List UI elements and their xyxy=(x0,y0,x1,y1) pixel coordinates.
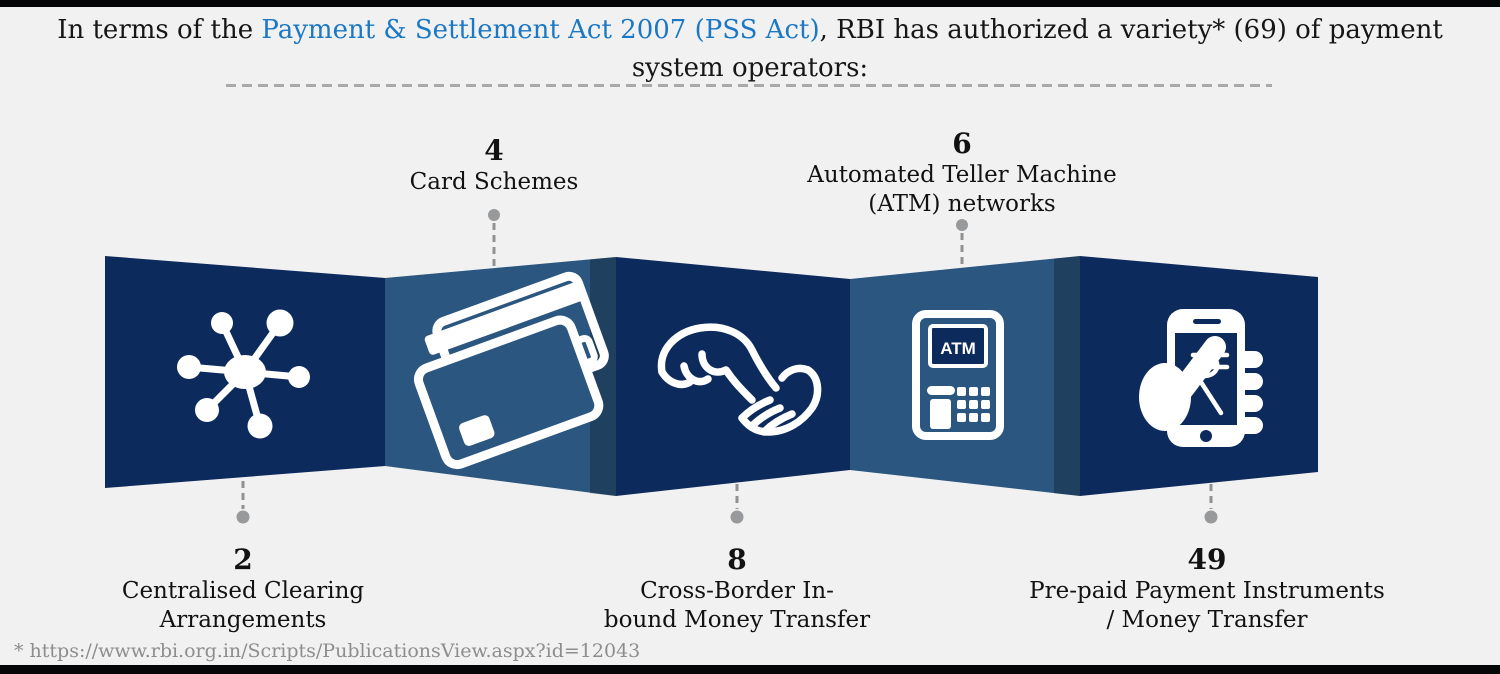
segment-label-line: Centralised Clearing xyxy=(121,578,365,604)
segment-label-card-schemes: 4 Card Schemes xyxy=(344,134,644,197)
page-title: In terms of the Payment & Settlement Act… xyxy=(0,11,1500,87)
hands-transfer-icon xyxy=(657,323,822,436)
segment-count: 4 xyxy=(484,134,504,167)
ribbon-fold-shadow xyxy=(590,257,616,496)
rupee-symbol xyxy=(1190,352,1230,416)
segment-label-line: / Money Transfer xyxy=(1106,607,1308,633)
connector-dot xyxy=(236,510,250,524)
segment-label-centralised-clearing: 2 Centralised Clearing Arrangements xyxy=(93,543,393,635)
segment-label-line: (ATM) networks xyxy=(868,191,1056,217)
ribbon-panel-4-light xyxy=(850,256,1080,496)
network-hub-icon xyxy=(177,309,310,439)
segment-label-line: Cross-Border In- xyxy=(640,578,834,604)
atm-machine-icon: ATM xyxy=(912,310,1004,440)
atm-screen-text: ATM xyxy=(940,339,976,358)
title-text-prefix: In terms of the xyxy=(57,15,262,45)
title-divider-dashed-line xyxy=(226,84,1272,87)
connector-dot xyxy=(730,510,744,524)
connector-dot xyxy=(1204,510,1218,524)
segment-label-cross-border: 8 Cross-Border In- bound Money Transfer xyxy=(562,543,912,635)
title-link-pss-act[interactable]: Payment & Settlement Act 2007 (PSS Act) xyxy=(261,15,820,45)
segment-label-atm-networks: 6 Automated Teller Machine (ATM) network… xyxy=(762,127,1162,219)
segment-label-line: Arrangements xyxy=(159,607,327,633)
segment-count: 49 xyxy=(1187,543,1227,576)
segment-label-prepaid: 49 Pre-paid Payment Instruments / Money … xyxy=(1012,543,1402,635)
segment-label-line: Card Schemes xyxy=(409,169,579,195)
segment-label-line: bound Money Transfer xyxy=(603,607,871,633)
bottom-border-bar xyxy=(0,665,1500,674)
phone-in-hand-icon xyxy=(1139,309,1263,447)
footnote-source-url: * https://www.rbi.org.in/Scripts/Publica… xyxy=(14,640,641,662)
segment-count: 8 xyxy=(727,543,747,576)
segment-label-line: Automated Teller Machine xyxy=(807,162,1117,188)
segment-label-line: Pre-paid Payment Instruments xyxy=(1029,578,1385,604)
connector-dot xyxy=(488,209,500,221)
ribbon-fold-shadow xyxy=(1054,256,1080,496)
segment-count: 2 xyxy=(233,543,253,576)
title-text-suffix: , RBI has authorized a variety* (69) of … xyxy=(631,15,1443,83)
segment-count: 6 xyxy=(952,127,972,160)
connector-dot xyxy=(956,219,968,231)
top-border-bar xyxy=(0,0,1500,7)
credit-cards-icon xyxy=(413,271,609,470)
